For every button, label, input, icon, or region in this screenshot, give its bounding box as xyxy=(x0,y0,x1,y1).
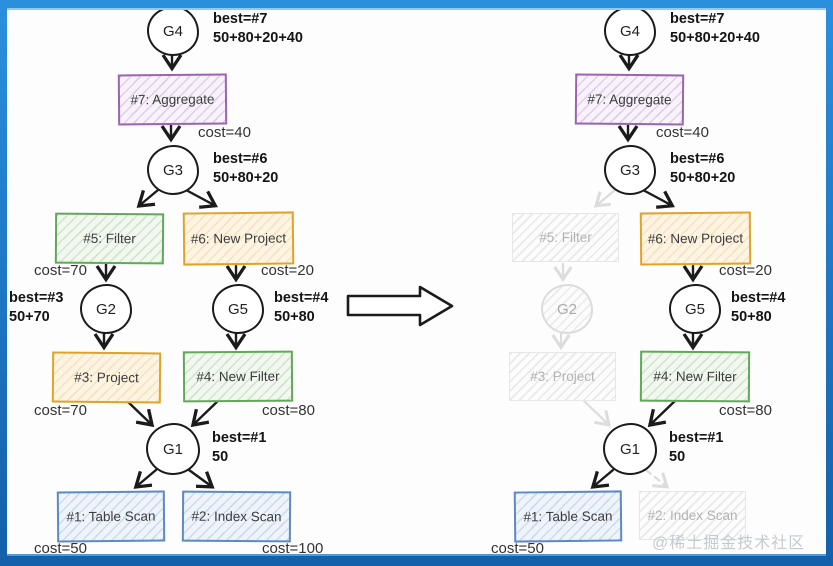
before-op7-cost: cost=40 xyxy=(198,124,251,141)
before-g1-node: G1 xyxy=(146,423,200,475)
before-g5-best-label: best=#4 50+80 xyxy=(274,289,328,326)
after-g2-node-faded: G2 xyxy=(541,284,593,334)
after-op7-box: #7: Aggregate xyxy=(574,73,685,126)
after-g5-best: best=#4 xyxy=(731,290,786,306)
before-op4-box: #4: New Filter xyxy=(182,350,294,403)
after-g4-node: G4 xyxy=(604,6,656,56)
after-g4-calc: 50+80+20+40 xyxy=(670,29,760,46)
before-g4-best-label: best=#7 50+80+20+40 xyxy=(213,10,303,47)
edge xyxy=(641,188,675,209)
edge xyxy=(187,468,215,489)
edge-faded xyxy=(593,188,617,208)
after-op7-cost: cost=40 xyxy=(656,124,709,141)
after-op5-box-faded: #5: Filter xyxy=(512,213,619,262)
after-g4-best: best=#7 xyxy=(670,11,725,27)
before-op5-cost: cost=70 xyxy=(34,262,87,279)
edge-faded xyxy=(580,397,611,427)
after-g1-calc: 50 xyxy=(669,448,686,465)
before-op5-box: #5: Filter xyxy=(54,212,165,265)
before-g3-best: best=#6 xyxy=(213,151,268,167)
before-g5-node: G5 xyxy=(212,284,264,334)
transition-arrow-icon xyxy=(346,285,454,327)
before-g1-best-label: best=#1 50 xyxy=(212,429,266,466)
before-g2-best-label: best=#3 50+70 xyxy=(9,289,63,326)
before-op1-box: #1: Table Scan xyxy=(56,490,166,543)
after-op3-box-faded: #3: Project xyxy=(509,352,616,401)
before-g5-calc: 50+80 xyxy=(274,308,315,325)
after-g5-node: G5 xyxy=(669,284,721,334)
before-op1-cost: cost=50 xyxy=(34,540,87,557)
after-g4-best-label: best=#7 50+80+20+40 xyxy=(670,10,760,47)
after-g5-calc: 50+80 xyxy=(731,308,772,325)
before-g4-best: best=#7 xyxy=(213,11,268,27)
before-op7-box: #7: Aggregate xyxy=(117,73,228,126)
after-g3-node: G3 xyxy=(604,145,656,195)
watermark: @稀土掘金技术社区 xyxy=(652,535,806,552)
before-g2-calc: 50+70 xyxy=(9,308,50,325)
before-g2-node: G2 xyxy=(80,284,132,334)
after-op6-box: #6: New Project xyxy=(639,211,752,266)
after-g3-best: best=#6 xyxy=(670,151,725,167)
before-op2-box: #2: Index Scan xyxy=(181,490,292,543)
before-op6-box: #6: New Project xyxy=(182,211,295,266)
before-g1-best: best=#1 xyxy=(212,430,267,446)
before-op3-cost: cost=70 xyxy=(34,402,87,419)
after-g1-best: best=#1 xyxy=(669,430,724,446)
before-g3-node: G3 xyxy=(147,145,199,195)
after-g3-calc: 50+80+20 xyxy=(670,169,736,186)
before-op3-box: #3: Project xyxy=(51,351,162,404)
before-g4-node: G4 xyxy=(147,6,199,56)
edge xyxy=(647,396,680,428)
after-g5-best-label: best=#4 50+80 xyxy=(731,289,785,326)
after-op4-cost: cost=80 xyxy=(719,402,772,419)
after-g1-node: G1 xyxy=(603,423,657,475)
before-g2-best: best=#3 xyxy=(9,290,64,306)
after-op1-box: #1: Table Scan xyxy=(513,490,623,543)
after-op1-cost: cost=50 xyxy=(491,540,544,557)
before-op4-cost: cost=80 xyxy=(262,402,315,419)
after-op4-box: #4: New Filter xyxy=(639,350,751,403)
edge xyxy=(133,468,158,489)
edge xyxy=(184,188,218,209)
before-g3-best-label: best=#6 50+80+20 xyxy=(213,150,278,187)
before-g4-calc: 50+80+20+40 xyxy=(213,29,303,46)
before-op6-cost: cost=20 xyxy=(261,262,314,279)
edge-faded xyxy=(644,468,670,489)
before-g1-calc: 50 xyxy=(212,448,229,465)
after-g3-best-label: best=#6 50+80+20 xyxy=(670,150,735,187)
after-op6-cost: cost=20 xyxy=(719,262,772,279)
after-g1-best-label: best=#1 50 xyxy=(669,429,723,466)
edge xyxy=(590,468,615,489)
before-g5-best: best=#4 xyxy=(274,290,329,306)
before-g3-calc: 50+80+20 xyxy=(213,169,279,186)
edge xyxy=(136,188,160,208)
before-op2-cost: cost=100 xyxy=(262,540,324,557)
